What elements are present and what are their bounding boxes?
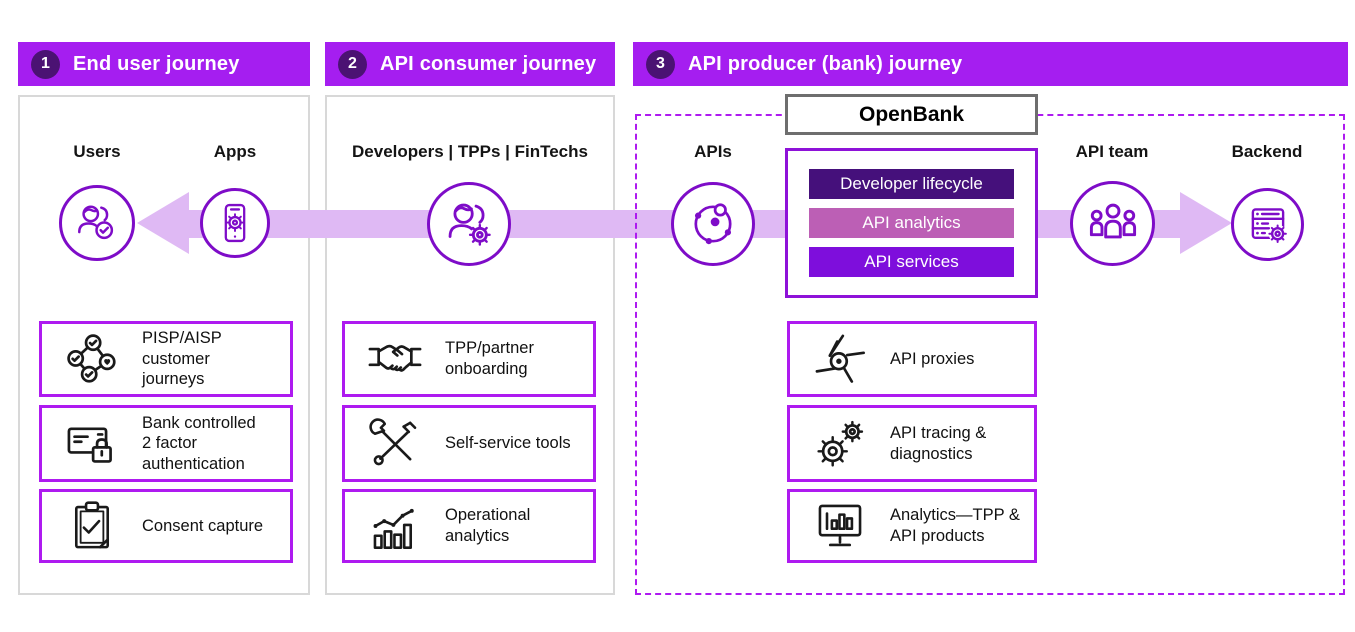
apps-label: Apps (213, 142, 257, 161)
apps-circle (200, 188, 270, 258)
api-team-circle (1070, 181, 1155, 266)
box-label: Consent capture (142, 516, 264, 535)
handshake-icon (368, 344, 422, 372)
box-label: Bank controlled 2 factor authentication (142, 413, 256, 473)
step-number-badge: 2 (338, 49, 367, 79)
section-title: API consumer journey (380, 52, 597, 75)
box-label: PISP/AISP customer journeys (142, 329, 222, 389)
chart-icon (373, 508, 414, 549)
developers-label: Developers | TPPs | FinTechs (352, 142, 588, 161)
box-api-tracing: API tracing & diagnostics (787, 405, 1037, 482)
layer-api-services: API services (809, 247, 1014, 277)
header-api-consumer-journey: 2 API consumer journey (325, 42, 615, 86)
box-consent-capture: Consent capture (39, 489, 293, 563)
box-pisp-aisp: PISP/AISP customer journeys (39, 321, 293, 397)
api-team-label: API team (1075, 142, 1149, 161)
box-label: Analytics—TPP & API products (890, 506, 1020, 545)
users-label: Users (73, 142, 121, 161)
backend-circle (1231, 188, 1304, 261)
apis-circle (671, 182, 755, 266)
api-network-icon (694, 203, 732, 245)
box-analytics-products: Analytics—TPP & API products (787, 489, 1037, 563)
flow-arrowhead-right (1180, 192, 1232, 254)
clipboard-check-icon (74, 501, 110, 549)
box-self-service-tools: Self-service tools (342, 405, 596, 482)
monitor-chart-icon (818, 504, 862, 547)
openbank-stack: Developer lifecycle API analytics API se… (785, 148, 1038, 298)
team-icon (1089, 203, 1136, 238)
box-label: Operational analytics (445, 506, 531, 545)
box-tpp-onboarding: TPP/partner onboarding (342, 321, 596, 397)
box-label: API proxies (890, 349, 975, 368)
section-title: End user journey (73, 52, 240, 75)
box-operational-analytics: Operational analytics (342, 489, 596, 563)
users-circle (59, 185, 135, 261)
openbank-title-box: OpenBank (785, 94, 1038, 135)
gears-icon (817, 420, 864, 467)
apis-label: APIs (694, 142, 732, 161)
box-api-proxies: API proxies (787, 321, 1037, 397)
card-lock-icon (67, 426, 112, 463)
layer-api-analytics: API analytics (809, 208, 1014, 238)
step-number-badge: 1 (31, 49, 60, 79)
tools-icon (369, 417, 417, 465)
phone-gear-icon (224, 203, 246, 243)
box-label: API tracing & diagnostics (890, 423, 987, 463)
user-check-icon (78, 205, 114, 240)
flow-arrowhead-left (137, 192, 189, 254)
network-check-icon (67, 334, 116, 383)
person-gear-icon (448, 203, 491, 246)
box-2fa: Bank controlled 2 factor authentication (39, 405, 293, 482)
box-label: Self-service tools (445, 434, 571, 453)
box-label: TPP/partner onboarding (445, 339, 534, 378)
aperture-icon (815, 334, 865, 383)
header-api-producer-journey: 3 API producer (bank) journey (633, 42, 1348, 86)
layer-developer-lifecycle: Developer lifecycle (809, 169, 1014, 199)
header-end-user-journey: 1 End user journey (18, 42, 310, 86)
server-gear-icon (1251, 207, 1287, 243)
step-number-badge: 3 (646, 49, 675, 79)
backend-label: Backend (1231, 142, 1303, 161)
developers-circle (427, 182, 511, 266)
section-title: API producer (bank) journey (688, 52, 963, 75)
